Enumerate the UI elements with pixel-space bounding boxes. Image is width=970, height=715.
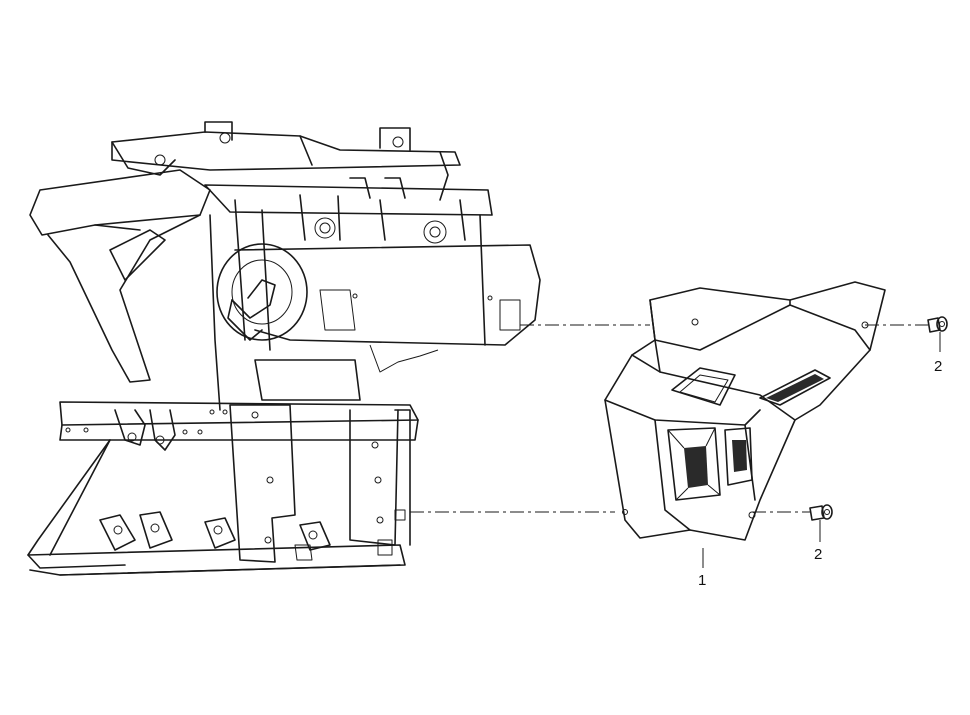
cover-guard-part bbox=[604, 281, 886, 541]
assembly-leader-lines bbox=[410, 324, 928, 513]
callout-number-2-lower: 2 bbox=[814, 546, 822, 563]
callout-number-2-upper: 2 bbox=[934, 358, 942, 375]
callout-number-1: 1 bbox=[698, 572, 706, 589]
frame-assembly bbox=[27, 121, 541, 576]
bolt-upper bbox=[927, 316, 948, 333]
bolt-lower bbox=[809, 504, 833, 521]
